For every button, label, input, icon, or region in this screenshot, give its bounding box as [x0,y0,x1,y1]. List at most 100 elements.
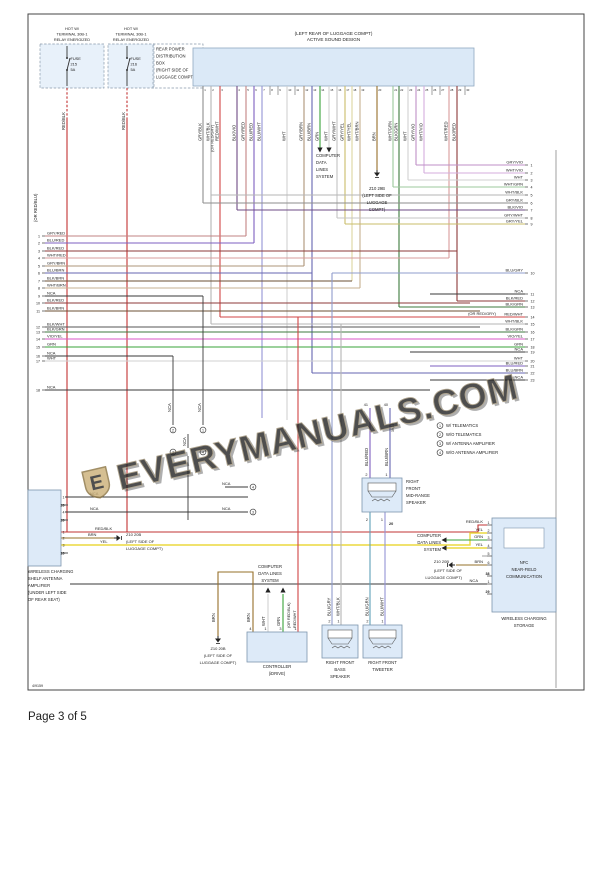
rpdb-label: BOX [156,61,165,66]
wire-label: BLK/RED [47,298,64,303]
wire [61,524,487,533]
pin-number: 3 [531,178,533,182]
relay-title: TERMINAL 30B-1 [116,31,147,36]
pin-number: 18 [531,345,535,349]
fuse-label: 5A [71,67,76,72]
wire-label: BLK/RED [452,123,457,141]
speaker-icon [367,482,397,502]
pin-number: 10 [288,88,292,92]
pin-number: 23 [531,378,535,382]
pin-number: 5 [38,264,40,268]
pin-number: 2 [531,171,533,175]
ground-symbol [114,535,122,541]
fuse-label: 215 [71,62,78,67]
wire-label: GRY/BLK [198,123,203,141]
wire-label: BLK/BRN [47,276,64,281]
label: 2 [328,620,330,624]
label: (LEFT SIDE OF [362,193,392,198]
label: SYSTEM [424,547,442,552]
pin-number: 12 [531,299,535,303]
relay-title: RELAY ENERGIZED [54,37,90,42]
pin-number: 2 [38,241,40,245]
wire [61,532,487,546]
pin-number: 20 [61,503,65,507]
pin-number: 8 [531,216,533,220]
pin-number: 38 [486,572,490,576]
wire-label: GRY/VIO [506,160,523,165]
label: (LEFT SIDE OF [126,539,155,544]
option-circle [436,431,444,438]
wire-label: WHT/BLK [206,122,211,141]
pin-number: 24 [417,88,421,92]
main-box-title: (LEFT REAR OF LUGGAGE COMPT) [295,31,373,36]
pin-number: 9 [38,294,40,298]
label: 1 [381,518,383,522]
wire-label: YEL [475,542,483,547]
wire-label: NCA [167,403,172,412]
option-number: 3 [439,442,441,446]
pin-number: 1 [63,495,65,499]
fuse-contact [126,69,128,71]
component-caption: CONTROLLER [263,664,292,669]
wire-label: WHT/GRN [388,121,393,141]
wire-label: GRY/BLK [506,198,524,203]
component-caption: RIGHT [406,479,419,484]
fuse-label: FUSE [131,56,142,61]
pin-number: 14 [36,337,40,341]
option-circle [249,483,257,491]
wire-label: NCA [47,291,56,296]
wire-label: GRN [276,617,281,626]
wire-label: BLU/WHT [257,122,262,141]
wire-label: WHT/GRN [504,182,523,187]
wire-label: WHT [514,175,524,180]
label: DATA LINES [258,571,282,576]
component-caption: FRONT [406,486,421,491]
label: 2 [366,620,368,624]
option-circle [199,426,207,434]
wire-label: BLU/BRN [506,368,523,373]
wire-label: BLK/VIO [507,205,523,210]
wire-label: RED/BLK [466,519,483,524]
pin-number: 2 [488,529,490,533]
wire-label: GRN [315,132,320,141]
pin-number: 6 [488,561,490,565]
label: 1 [294,627,296,631]
component-caption: STORAGE [514,623,535,628]
wire-label: BLK/RED [506,296,523,301]
fuse-contact [66,69,68,71]
option-number: 2 [172,428,174,432]
pin-number: 17 [36,359,40,363]
wire-label: (OR RED/BLK) [287,602,291,628]
wire-label: BLU/GRY [327,597,332,616]
label: (OR RED/GRY) [468,311,497,316]
option-number: 2 [439,433,441,437]
pin-number: 5 [247,88,249,92]
wire-label: GRY/WHT [504,213,523,218]
component-caption: MID-RANGE [406,493,430,498]
label: 1 [337,620,339,624]
wire-label: RED/BLK [61,112,66,130]
rpdb-label: LUGGAGE COMPT) [156,75,195,80]
pin-number: 8 [271,88,273,92]
option-circle [169,448,177,456]
wire-label: WHT/BRN [355,121,360,141]
component-caption: (iDRIVE) [269,671,286,676]
wire-label: RED/WHT [293,610,297,628]
pin-number: 29 [486,590,490,594]
wire-label: YEL [475,527,483,532]
wire-label: BRN [372,132,377,141]
fuse-symbol [126,57,131,71]
arrow-icon [441,545,447,551]
pin-number: 11 [296,88,299,92]
pin-number: 17 [531,337,535,341]
pin-number: 8 [38,286,40,290]
arrow-icon [265,587,271,593]
label: LINES [316,167,328,172]
wire-label: NCA [47,351,56,356]
label: LUGGAGE COMPT) [200,660,237,665]
wire-label: BLK/GRN [47,327,65,332]
wire-label: RED/WHT [215,121,220,141]
active-sound-design-box [192,47,475,87]
pin-number: 16 [338,88,342,92]
